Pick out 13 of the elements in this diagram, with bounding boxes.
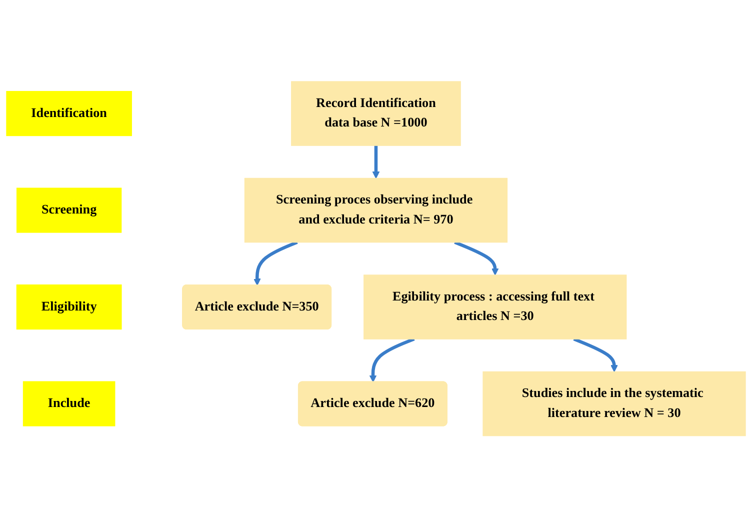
arrow bbox=[369, 337, 415, 382]
node-box: Identification bbox=[6, 90, 132, 136]
node-box: Record Identification data base N =1000 bbox=[291, 81, 461, 146]
node-box: Screening proces observing include and exclude criteria N= 970 bbox=[244, 178, 508, 243]
arrow bbox=[254, 240, 298, 286]
node-box: Egibility process : accessing full text articles N =30 bbox=[364, 274, 627, 340]
arrow bbox=[573, 337, 618, 372]
node-box: Studies include in the systematic literature review N = 30 bbox=[482, 371, 746, 436]
node-box: Eligibility bbox=[16, 284, 122, 330]
node-box: Include bbox=[22, 381, 116, 426]
node-box: Screening bbox=[16, 188, 122, 233]
arrow bbox=[372, 145, 380, 178]
arrow bbox=[454, 240, 499, 276]
